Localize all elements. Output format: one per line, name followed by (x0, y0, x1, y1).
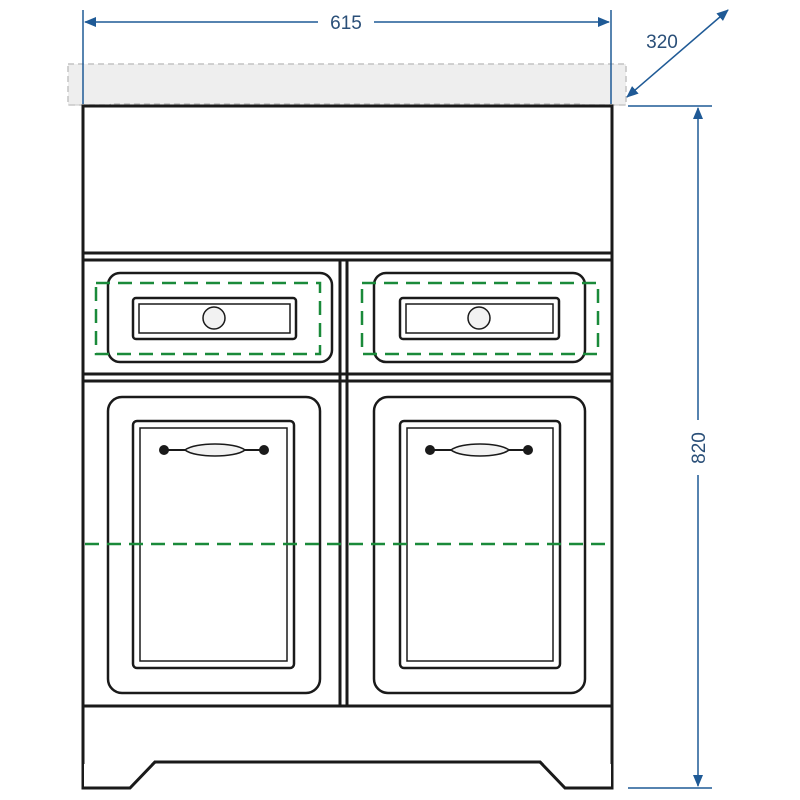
countertop-slab (68, 64, 626, 105)
width-label: 615 (330, 13, 362, 34)
drawer-right (374, 273, 585, 362)
drawer-knob (203, 307, 225, 329)
depth-label: 320 (646, 32, 678, 53)
dimension-depth: 320 (627, 10, 728, 97)
drawer-left (108, 273, 332, 362)
dimension-height: 820 (628, 106, 712, 788)
drawer-knob (468, 307, 490, 329)
height-label: 820 (689, 432, 710, 464)
